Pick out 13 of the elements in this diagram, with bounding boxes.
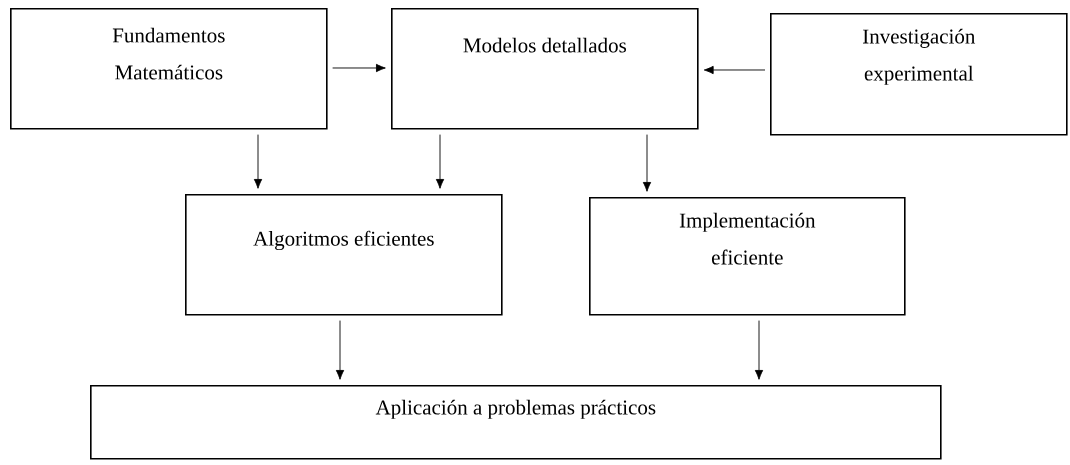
arrow [335, 320, 345, 380]
process-box: Modelos detallados [391, 8, 699, 130]
arrow [703, 65, 766, 75]
arrow [754, 320, 764, 380]
process-box: Implementación eficiente [589, 197, 906, 316]
arrow [435, 134, 445, 189]
process-box: Aplicación a problemas prácticos [90, 385, 942, 460]
arrow [332, 63, 386, 73]
process-box: Fundamentos Matemáticos [10, 8, 328, 130]
arrow [253, 134, 263, 189]
process-box: Algoritmos eficientes [185, 194, 503, 316]
arrow [642, 134, 652, 192]
process-box: Investigación experimental [770, 13, 1068, 136]
